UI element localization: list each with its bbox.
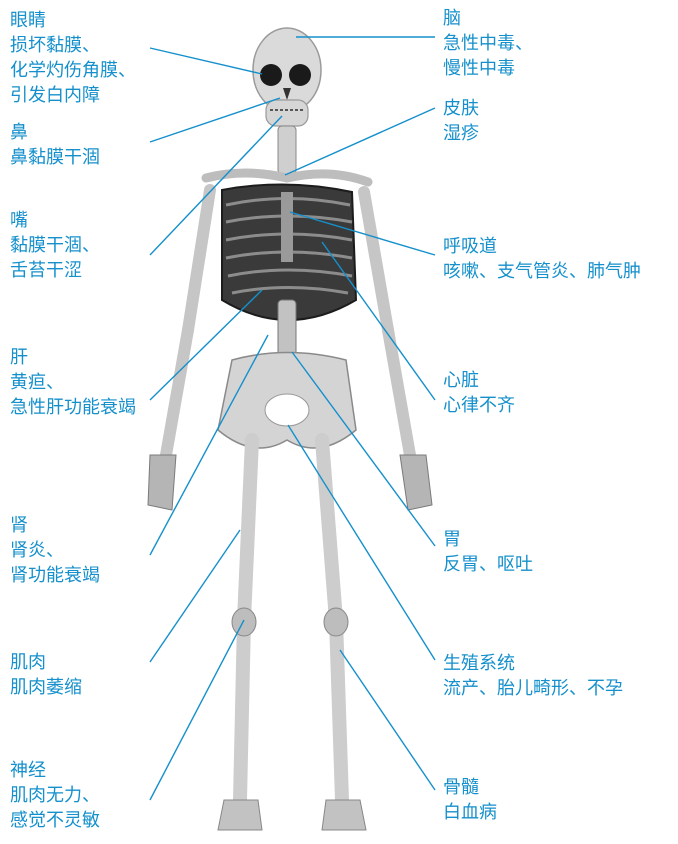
cervical-spine [278, 126, 296, 174]
left-eye-socket [260, 64, 282, 86]
label-marrow-line-1: 白血病 [443, 800, 497, 825]
label-mouth-line-1: 黏膜干涸、 [10, 233, 100, 258]
leader-marrow [340, 650, 435, 790]
label-stomach: 胃 反胃、呕吐 [443, 527, 533, 577]
label-resp: 呼吸道 咳嗽、支气管炎、肺气肿 [443, 234, 641, 284]
label-heart: 心脏 心律不齐 [443, 368, 515, 418]
label-kidney: 肾 肾炎、 肾功能衰竭 [10, 513, 100, 588]
label-repro-title: 生殖系统 [443, 651, 623, 676]
lumbar-spine [278, 300, 296, 360]
label-brain-line-1: 急性中毒、 [443, 31, 533, 56]
label-liver: 肝 黄疸、 急性肝功能衰竭 [10, 345, 136, 420]
label-skin-title: 皮肤 [443, 96, 479, 121]
right-eye-socket [289, 64, 311, 86]
leader-eyes [150, 48, 262, 74]
label-nose-line-1: 鼻黏膜干涸 [10, 145, 100, 170]
label-eyes-title: 眼睛 [10, 8, 136, 33]
label-brain: 脑 急性中毒、 慢性中毒 [443, 6, 533, 81]
label-nerve-line-1: 肌肉无力、 [10, 783, 100, 808]
jaw [266, 100, 308, 126]
label-brain-title: 脑 [443, 6, 533, 31]
label-nose: 鼻 鼻黏膜干涸 [10, 120, 100, 170]
sternum [281, 192, 293, 262]
label-liver-line-1: 黄疸、 [10, 370, 136, 395]
label-resp-title: 呼吸道 [443, 234, 641, 259]
label-resp-line-1: 咳嗽、支气管炎、肺气肿 [443, 259, 641, 284]
label-liver-title: 肝 [10, 345, 136, 370]
label-mouth: 嘴 黏膜干涸、 舌苔干涩 [10, 208, 100, 283]
label-mouth-line-2: 舌苔干涩 [10, 258, 100, 283]
leader-nerve [150, 620, 244, 800]
label-muscle: 肌肉 肌肉萎缩 [10, 650, 82, 700]
label-nerve: 神经 肌肉无力、 感觉不灵敏 [10, 758, 100, 833]
knees [232, 608, 348, 636]
label-stomach-title: 胃 [443, 527, 533, 552]
label-skin: 皮肤 湿疹 [443, 96, 479, 146]
label-kidney-line-2: 肾功能衰竭 [10, 563, 100, 588]
label-brain-line-2: 慢性中毒 [443, 56, 533, 81]
label-muscle-line-1: 肌肉萎缩 [10, 675, 82, 700]
label-skin-line-1: 湿疹 [443, 121, 479, 146]
feet [218, 800, 366, 830]
label-eyes-line-2: 化学灼伤角膜、 [10, 58, 136, 83]
label-nose-title: 鼻 [10, 120, 100, 145]
label-liver-line-2: 急性肝功能衰竭 [10, 395, 136, 420]
label-heart-line-1: 心律不齐 [443, 393, 515, 418]
label-nerve-title: 神经 [10, 758, 100, 783]
label-muscle-title: 肌肉 [10, 650, 82, 675]
label-stomach-line-1: 反胃、呕吐 [443, 552, 533, 577]
label-heart-title: 心脏 [443, 368, 515, 393]
label-marrow-title: 骨髓 [443, 775, 497, 800]
label-kidney-title: 肾 [10, 513, 100, 538]
label-repro-line-1: 流产、胎儿畸形、不孕 [443, 676, 623, 701]
label-eyes-line-3: 引发白内障 [10, 83, 136, 108]
leader-muscle [150, 530, 240, 662]
hands [148, 455, 432, 510]
label-eyes-line-1: 损坏黏膜、 [10, 33, 136, 58]
pelvic-opening [265, 394, 309, 426]
label-kidney-line-1: 肾炎、 [10, 538, 100, 563]
label-repro: 生殖系统 流产、胎儿畸形、不孕 [443, 651, 623, 701]
label-marrow: 骨髓 白血病 [443, 775, 497, 825]
leader-nose [150, 98, 280, 142]
label-nerve-line-2: 感觉不灵敏 [10, 808, 100, 833]
label-eyes: 眼睛 损坏黏膜、 化学灼伤角膜、 引发白内障 [10, 8, 136, 108]
label-mouth-title: 嘴 [10, 208, 100, 233]
